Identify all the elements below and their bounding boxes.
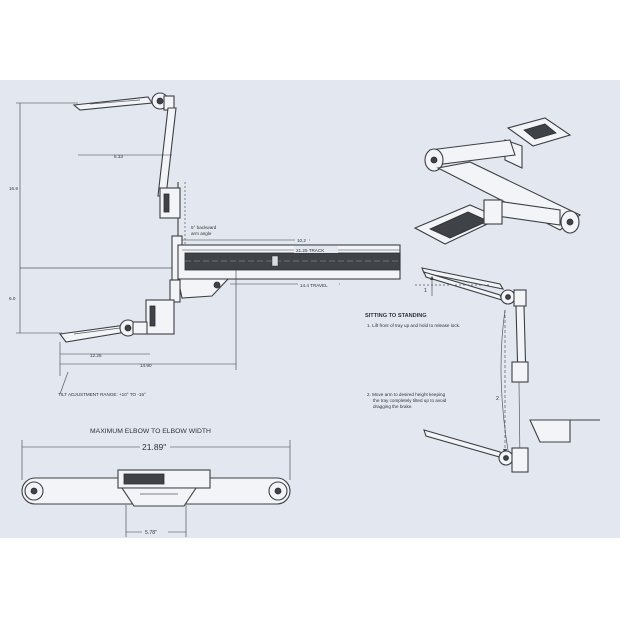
upper-reach-label: 6.33	[114, 154, 123, 159]
travel-dim-label-bg	[298, 281, 339, 288]
track-dim-label-bg	[294, 246, 338, 253]
height-lower-label: 6.0	[9, 296, 16, 301]
lower-tray-keys	[73, 327, 121, 335]
instructions-step2-line3: dragging the brake.	[373, 404, 413, 409]
top-view-title: MAXIMUM ELBOW TO ELBOW WIDTH	[90, 428, 211, 435]
top-right-elbow-pin	[274, 487, 282, 495]
stand-tray-knob-pin	[505, 294, 511, 300]
top-tray-mount	[120, 487, 198, 507]
stand-marker-1: 1	[424, 288, 427, 294]
stand-arrow-1-head	[430, 276, 434, 280]
lower-reach-label: 12.25	[90, 353, 102, 358]
top-mechanism-detail	[123, 473, 165, 485]
upper-arm	[157, 107, 177, 197]
iso-tray-bracket	[483, 199, 503, 225]
stand-tray-lowered	[423, 429, 505, 459]
lower-tray-bracket	[132, 321, 148, 335]
sitting-to-standing: 1 2 SITTING TO STANDING 1. Lift front of…	[365, 267, 600, 473]
track-dim-label: 21.25 TRACK	[296, 248, 325, 253]
travel-dim-label: 14.4 TRAVEL	[300, 283, 328, 288]
instructions-step1: 1. Lift front of tray up and hold to rel…	[367, 323, 460, 328]
width-dim-label: 21.89"	[142, 442, 166, 452]
backward-tilt-line1: 5° backward	[191, 225, 217, 230]
center-dim-label: 5.78"	[145, 530, 157, 536]
side-elevation: 16.9 6.0 6.33 5° backward arm angle 10.2…	[9, 92, 401, 397]
track-carriage	[177, 278, 230, 299]
stand-bracket	[513, 289, 527, 307]
width-label-bg	[140, 442, 170, 452]
instructions-step2-line2: the tray completely tilted up to avoid	[373, 398, 447, 403]
stand-marker-2: 2	[496, 396, 499, 402]
track-slider	[271, 255, 279, 267]
lower-mechanism-detail	[149, 305, 156, 327]
iso-mount-plate-hole	[523, 123, 557, 140]
small-dim-label: 10.2	[297, 238, 306, 243]
upper-mechanism	[159, 187, 181, 219]
iso-left-elbow-pin	[430, 156, 438, 164]
upper-keyboard-tray	[72, 96, 153, 111]
upper-tray-keys	[89, 99, 141, 105]
instructions-step2-line1: 2. Move arm to desired height keeping	[367, 392, 446, 397]
lower-tray-knob-center	[124, 324, 132, 332]
tilt-adjustment-label: TILT ADJUSTMENT RANGE: +10° TO -15°	[58, 392, 146, 397]
lower-mount	[169, 279, 181, 303]
track-slot	[184, 252, 401, 271]
upper-mechanism-detail	[163, 193, 170, 213]
height-upper-label: 16.9	[9, 186, 18, 191]
stand-desk-mount	[529, 419, 571, 443]
top-left-elbow-pin	[30, 487, 38, 495]
isometric-view	[413, 117, 582, 245]
stand-swing-arc	[500, 309, 511, 463]
track-carriage-bolt	[213, 281, 221, 289]
total-reach-label: 14.90	[140, 363, 152, 368]
small-dim-label-bg	[295, 236, 309, 243]
instructions-heading: SITTING TO STANDING	[365, 313, 427, 319]
stand-mechanism	[511, 361, 529, 383]
top-view: MAXIMUM ELBOW TO ELBOW WIDTH 21.89" 5.78…	[21, 428, 291, 537]
backward-tilt-line2: arm angle	[191, 231, 212, 236]
upper-tray-knob-center	[156, 97, 164, 105]
center-label-bg	[142, 527, 168, 536]
stand-lower-bracket	[511, 447, 529, 473]
stand-tray-lower-knob-pin	[503, 455, 509, 461]
tilt-leader	[59, 371, 69, 395]
iso-right-elbow-pin	[566, 218, 574, 226]
